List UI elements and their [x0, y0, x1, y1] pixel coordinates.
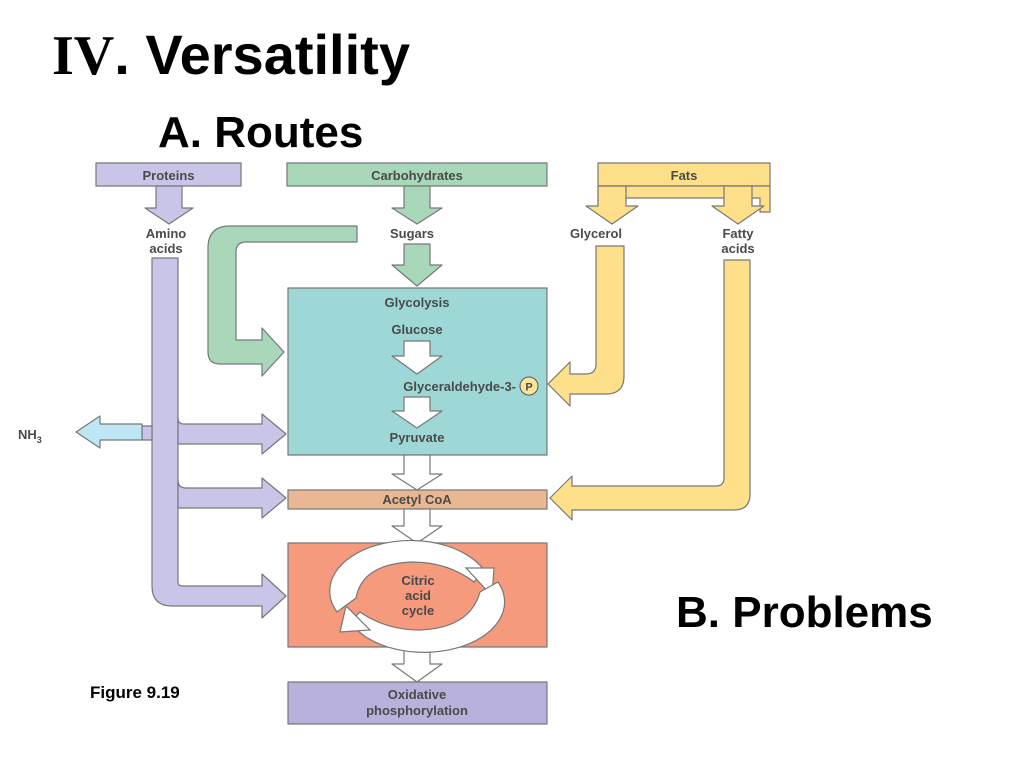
fatty-acids-label-line2: acids [721, 241, 754, 256]
slide-title: IV. Versatility [52, 22, 410, 88]
glycerol-to-g3p-arrow [547, 245, 625, 407]
proteins-to-amino-arrow [144, 185, 194, 225]
citric-label-line1: Citric [401, 573, 434, 588]
g3p-label: Glyceraldehyde-3- [403, 379, 516, 394]
fats-to-fatty-acids-arrow [711, 185, 765, 225]
title-numeral: IV [52, 25, 115, 87]
amino-acids-label-line2: acids [149, 241, 182, 256]
fatty-acids-label-line1: Fatty [722, 226, 754, 241]
proteins-label: Proteins [142, 168, 194, 183]
sugars-side-arrow [207, 225, 358, 377]
title-text: . Versatility [114, 23, 410, 86]
nh3-arrow [75, 415, 143, 449]
oxidative-label-line1: Oxidative [388, 687, 447, 702]
fatty-acids-to-acetyl-arrow [549, 259, 751, 521]
pyruvate-to-acetyl-arrow [391, 454, 443, 491]
cycle-arrow-lower [349, 581, 506, 653]
glucose-to-g3p-arrow [391, 340, 443, 375]
amino-to-acetyl-arrow [177, 477, 287, 519]
cycle-arrow-lower-head [339, 604, 372, 633]
glucose-label: Glucose [391, 322, 442, 337]
amino-to-pyruvate-arrow [177, 413, 287, 455]
acetyl-to-citric-arrow [391, 508, 443, 544]
figure-caption: Figure 9.19 [90, 683, 180, 702]
nh3-main-text: NH [18, 427, 37, 442]
acetyl-coa-label: Acetyl CoA [382, 492, 452, 507]
pyruvate-label: Pyruvate [390, 430, 445, 445]
citric-cycle-circular-arrow [329, 539, 506, 653]
oxidative-label-line2: phosphorylation [366, 703, 468, 718]
phosphate-circle [519, 376, 539, 396]
citric-label-line2: acid [405, 588, 431, 603]
sugars-to-glycolysis-arrow [391, 243, 443, 287]
citric-label-line3: cycle [402, 603, 435, 618]
nh3-subscript: 3 [37, 435, 42, 445]
g3p-to-pyruvate-arrow [391, 396, 443, 429]
amino-acids-trunk [151, 257, 287, 619]
carbohydrates-label: Carbohydrates [371, 168, 463, 183]
sugars-label: Sugars [390, 226, 434, 241]
cycle-arrow-upper [329, 539, 485, 613]
amino-to-nh3-link [141, 425, 153, 441]
carbs-to-sugars-arrow [391, 185, 443, 225]
fats-label: Fats [671, 168, 698, 183]
fats-to-glycerol-arrow [585, 185, 639, 225]
subtitle-problems: B. Problems [676, 588, 933, 637]
glycerol-label: Glycerol [570, 226, 622, 241]
nh3-label: NH3 [18, 427, 42, 445]
subtitle-routes: A. Routes [158, 108, 364, 157]
amino-acids-label-line1: Amino [146, 226, 187, 241]
phosphate-label: P [525, 382, 532, 394]
glycolysis-title: Glycolysis [384, 295, 449, 310]
oxidative-phosphorylation-box [287, 681, 548, 725]
